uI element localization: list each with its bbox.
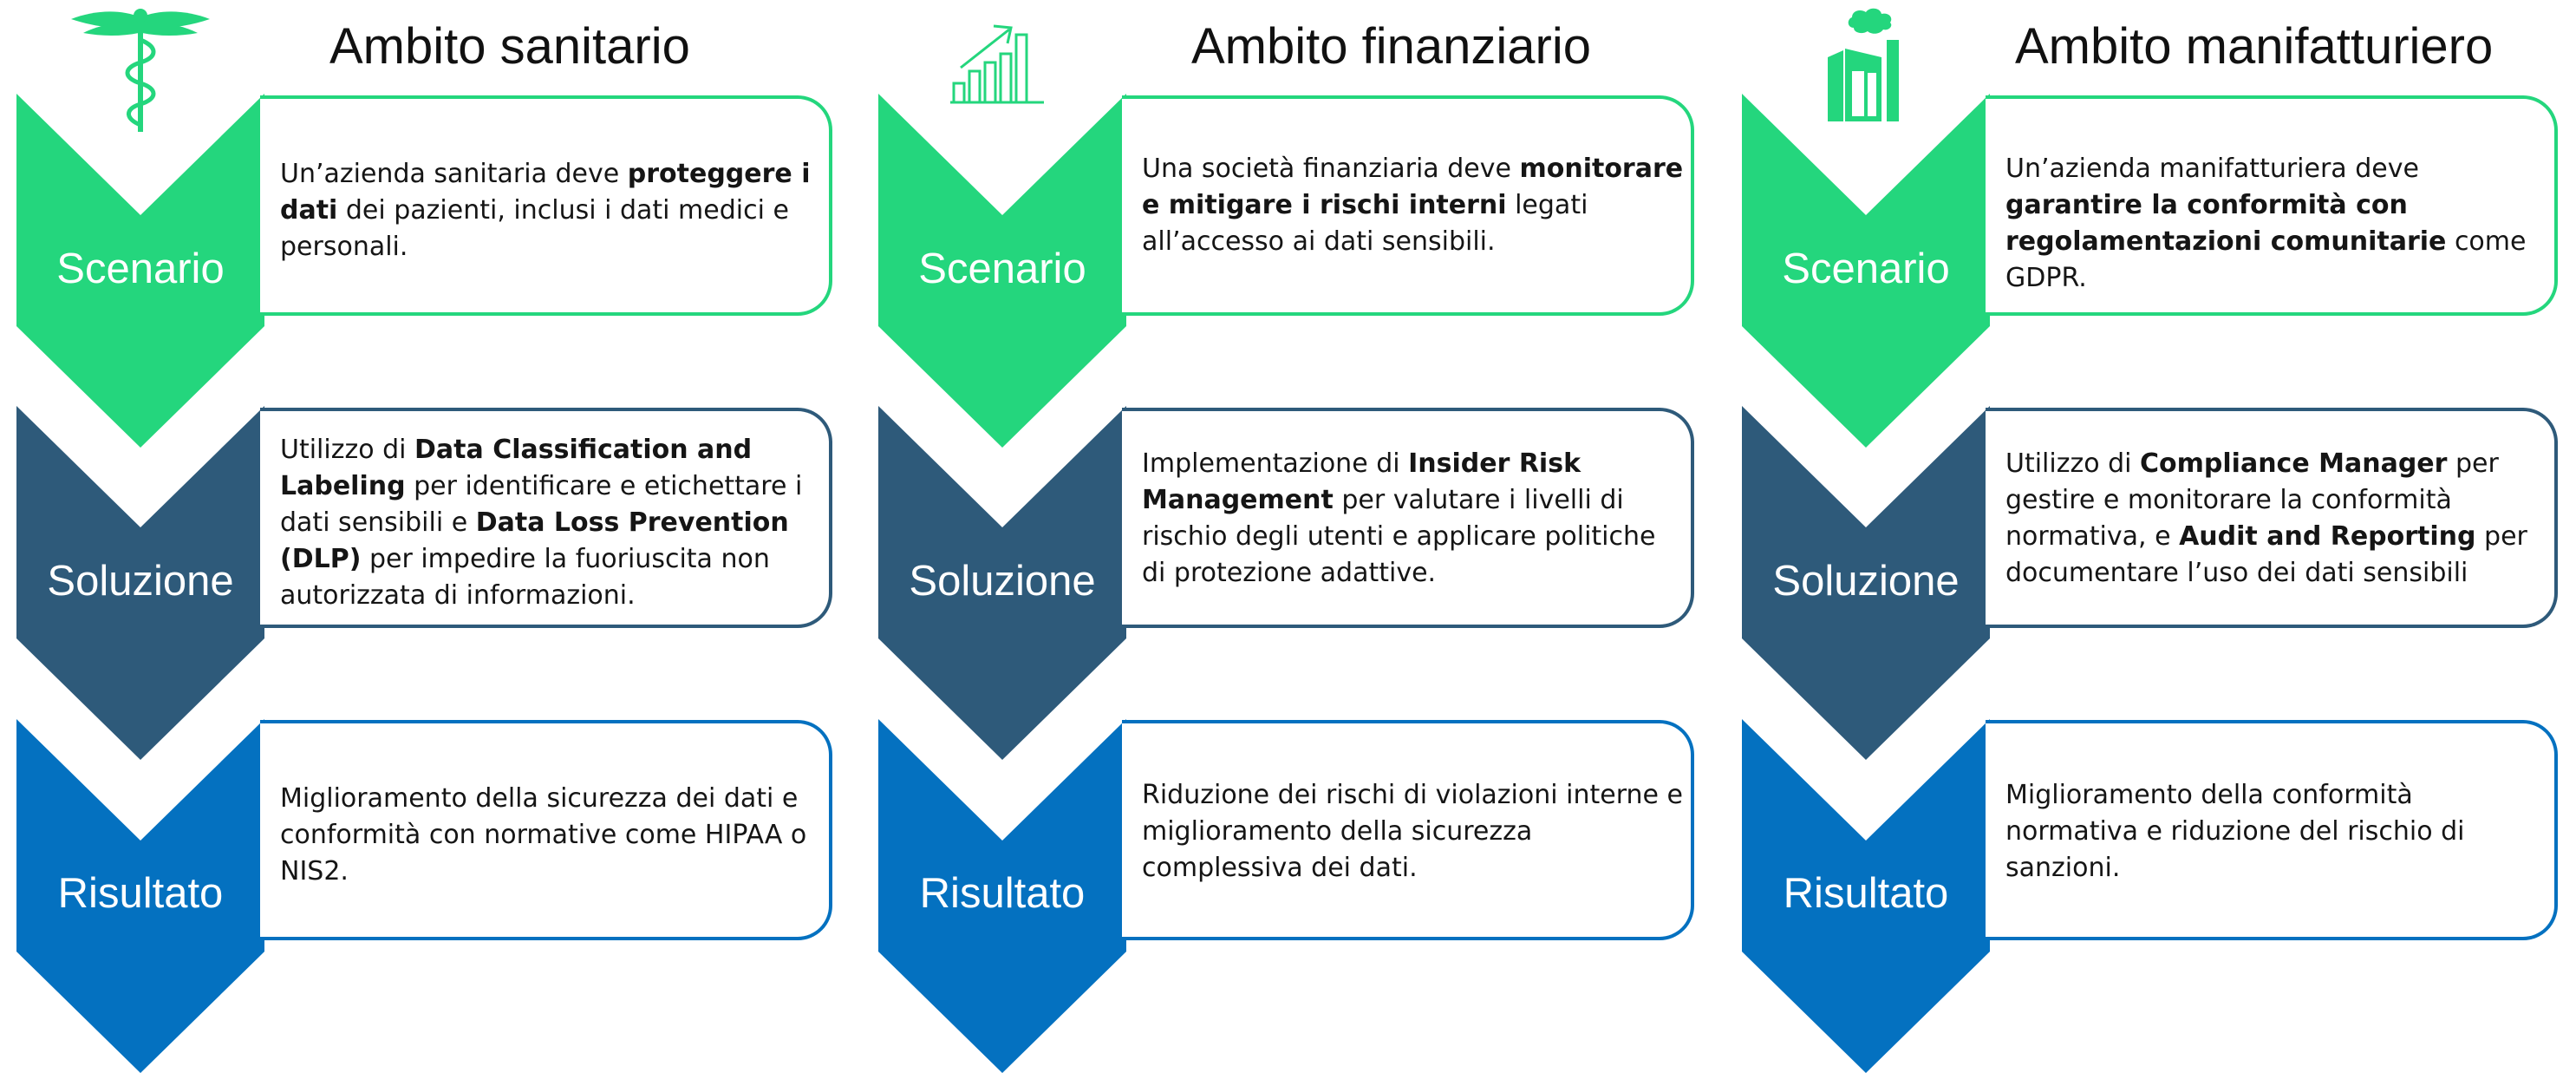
bold-text: garantire la conformità con regolamentaz… bbox=[2005, 190, 2447, 257]
column-manufacturing: Ambito manifatturiero Scenario Un’aziend… bbox=[1725, 0, 2558, 1073]
column-finance: Ambito finanziario Scenario Una società … bbox=[862, 0, 1694, 1073]
text-run: per documentare l’uso dei dati sensibili bbox=[2005, 521, 2527, 588]
result-box bbox=[1986, 720, 2558, 940]
text-run: Miglioramento della sicurezza dei dati e… bbox=[280, 783, 807, 887]
scenario-chevron bbox=[1742, 94, 1990, 448]
text-run: per gestire e monitorare la conformità n… bbox=[2005, 448, 2499, 552]
scenario-label: Scenario bbox=[56, 245, 225, 292]
solution-description: Utilizzo di Data Classification and Labe… bbox=[280, 432, 825, 614]
result-chevron bbox=[1742, 719, 1990, 1073]
column-title: Ambito manifatturiero bbox=[2015, 18, 2494, 75]
text-run: Un’azienda manifatturiera deve bbox=[2005, 154, 2419, 184]
solution-chevron bbox=[16, 406, 264, 760]
text-run: Utilizzo di bbox=[280, 435, 415, 465]
text-run: Implementazione di bbox=[1142, 448, 1409, 479]
bold-text: Audit and Reporting bbox=[2179, 521, 2476, 552]
result-label: Risultato bbox=[919, 870, 1086, 917]
bold-text: Compliance Manager bbox=[2140, 448, 2448, 479]
scenario-description: Un’azienda manifatturiera deve garantire… bbox=[2005, 151, 2550, 297]
solution-description: Utilizzo di Compliance Manager per gesti… bbox=[2005, 446, 2550, 592]
solution-chevron bbox=[1742, 406, 1990, 760]
bold-text: Insider Risk Management bbox=[1142, 448, 1581, 515]
solution-label: Soluzione bbox=[1772, 558, 1960, 605]
scenario-box bbox=[1986, 95, 2558, 316]
scenario-label: Scenario bbox=[918, 245, 1086, 292]
column-healthcare: Ambito sanitario Scenario Un’azienda san… bbox=[0, 0, 832, 1073]
solution-description: Implementazione di Insider Risk Manageme… bbox=[1142, 446, 1686, 592]
bold-text: proteggere i dati bbox=[280, 159, 811, 226]
scenario-description: Un’azienda sanitaria deve proteggere i d… bbox=[280, 156, 825, 265]
bold-text: Data Loss Prevention (DLP) bbox=[280, 507, 789, 574]
scenario-box bbox=[1122, 95, 1694, 316]
result-label: Risultato bbox=[57, 870, 224, 917]
text-run: dei pazienti, inclusi i dati medici e pe… bbox=[280, 195, 789, 262]
solution-box bbox=[1986, 408, 2558, 628]
text-run: per valutare i livelli di rischio degli … bbox=[1142, 485, 1656, 588]
solution-label: Soluzione bbox=[909, 558, 1096, 605]
scenario-label: Scenario bbox=[1782, 245, 1950, 292]
solution-label: Soluzione bbox=[47, 558, 234, 605]
result-description: Miglioramento della sicurezza dei dati e… bbox=[280, 781, 825, 890]
bold-text: monitorare e mitigare i rischi interni bbox=[1142, 154, 1684, 220]
text-run: Una società finanziaria deve bbox=[1142, 154, 1520, 184]
scenario-chevron bbox=[878, 94, 1126, 448]
bold-text: Data Classification and Labeling bbox=[280, 435, 753, 501]
text-run: Un’azienda sanitaria deve bbox=[280, 159, 628, 189]
solution-chevron bbox=[878, 406, 1126, 760]
scenario-chevron bbox=[16, 94, 264, 448]
solution-box bbox=[1122, 408, 1694, 628]
factory-icon bbox=[1828, 8, 1899, 121]
result-box bbox=[1122, 720, 1694, 940]
text-run: come GDPR. bbox=[2005, 226, 2527, 293]
growth-chart-icon bbox=[950, 24, 1044, 104]
column-title: Ambito finanziario bbox=[1191, 18, 1591, 75]
result-description: Miglioramento della conformità normativa… bbox=[2005, 777, 2550, 887]
scenario-box bbox=[260, 95, 832, 316]
result-label: Risultato bbox=[1783, 870, 1949, 917]
result-description: Riduzione dei rischi di violazioni inter… bbox=[1142, 777, 1686, 887]
scenario-description: Una società finanziaria deve monitorare … bbox=[1142, 151, 1686, 260]
result-box bbox=[260, 720, 832, 940]
result-chevron bbox=[878, 719, 1126, 1073]
text-run: Utilizzo di bbox=[2005, 448, 2141, 479]
solution-box bbox=[260, 408, 832, 628]
text-run: per impedire la fuoriuscita non autorizz… bbox=[280, 544, 770, 611]
caduceus-icon bbox=[71, 9, 210, 132]
text-run: legati all’accesso ai dati sensibili. bbox=[1142, 190, 1588, 257]
text-run: per identificare e etichettare i dati se… bbox=[280, 471, 803, 538]
text-run: Miglioramento della conformità normativa… bbox=[2005, 780, 2465, 883]
result-chevron bbox=[16, 719, 264, 1073]
text-run: Riduzione dei rischi di violazioni inter… bbox=[1142, 780, 1683, 883]
column-title: Ambito sanitario bbox=[329, 18, 690, 75]
